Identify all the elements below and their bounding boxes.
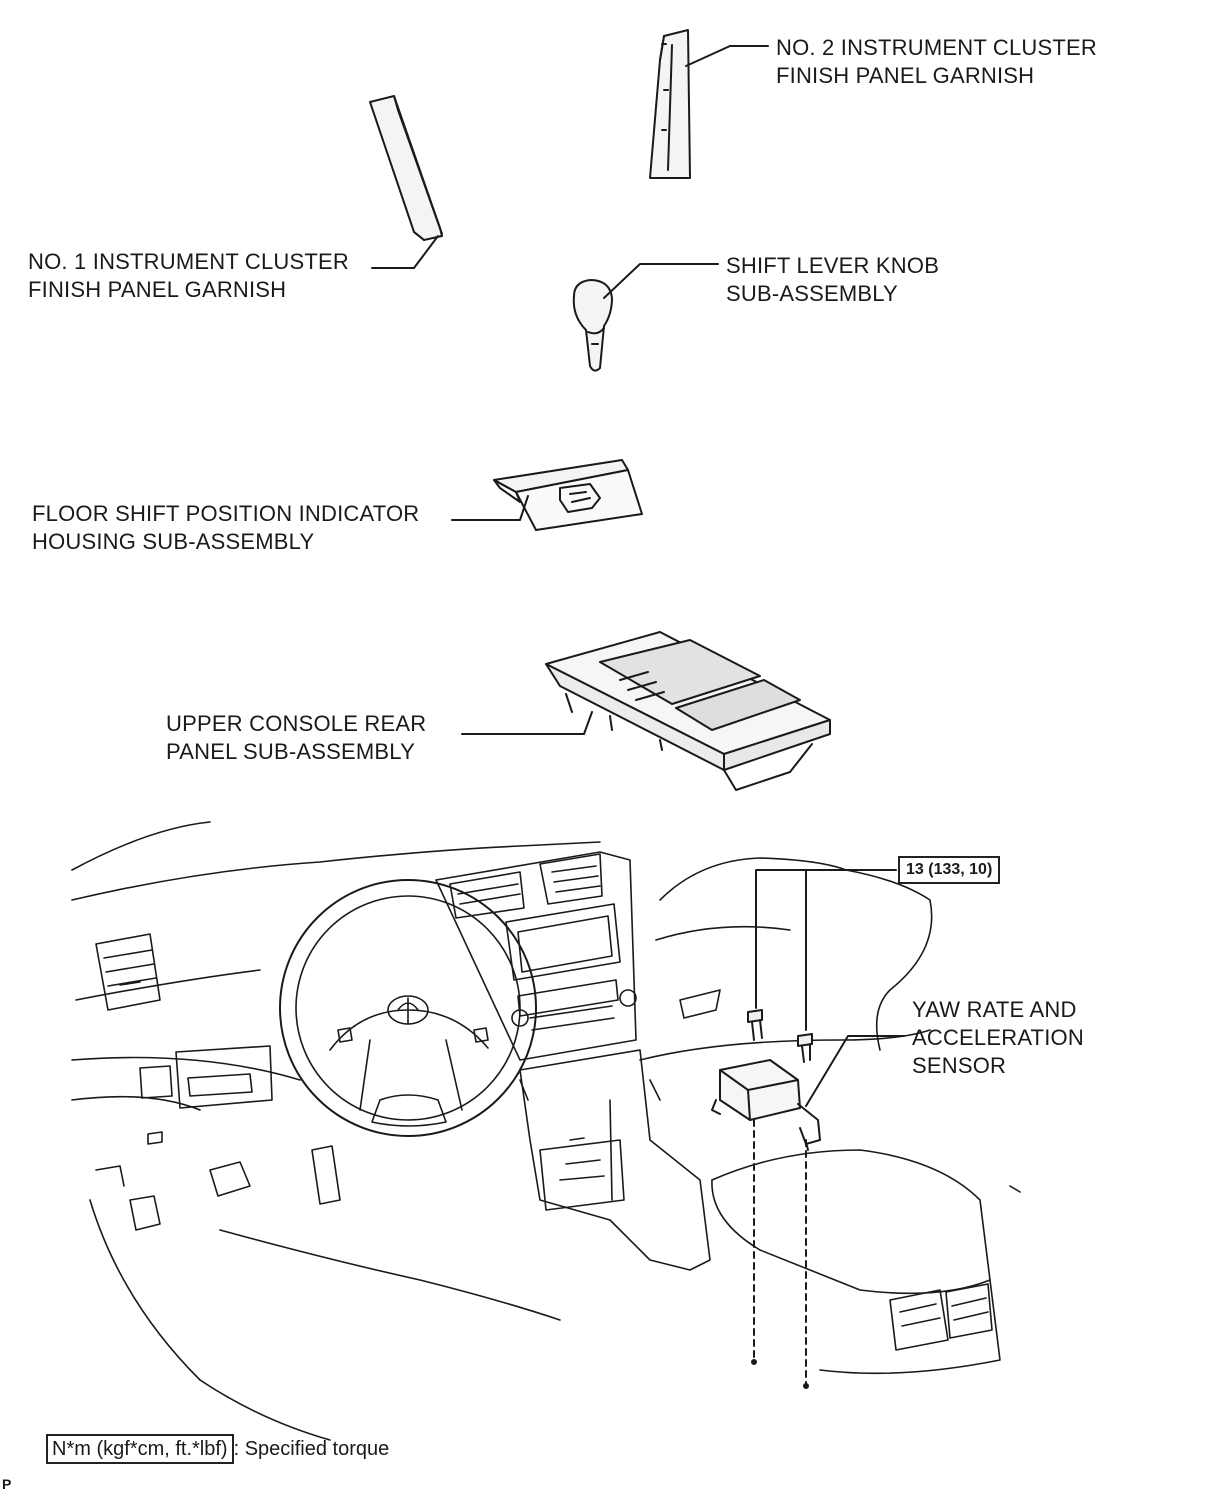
no1-garnish-leader: [371, 235, 439, 269]
label-line: FINISH PANEL GARNISH: [28, 277, 287, 302]
yaw-sensor-part: [711, 1059, 821, 1151]
corner-mark: P: [2, 1476, 12, 1492]
bolt-dashed-axis: [753, 1119, 807, 1387]
label-line: NO. 1 INSTRUMENT CLUSTER: [28, 249, 349, 274]
label-line: HOUSING SUB-ASSEMBLY: [32, 529, 315, 554]
label-indicator-housing: FLOOR SHIFT POSITION INDICATOR HOUSING S…: [32, 500, 419, 556]
label-line: PANEL SUB-ASSEMBLY: [166, 739, 415, 764]
bolt-right: [797, 1033, 813, 1063]
label-line: FLOOR SHIFT POSITION INDICATOR: [32, 501, 420, 526]
vehicle-interior: [71, 821, 1021, 1441]
label-line: ACCELERATION: [912, 1025, 1084, 1050]
label-line: FINISH PANEL GARNISH: [776, 63, 1035, 88]
label-line: SHIFT LEVER KNOB: [726, 253, 940, 278]
torque-spec-box: 13 (133, 10): [898, 856, 1001, 884]
bolt-left: [747, 1009, 763, 1041]
console-panel-part: [545, 631, 831, 791]
shift-knob-part: [572, 279, 613, 372]
label-line: SUB-ASSEMBLY: [726, 281, 898, 306]
label-no2-garnish: NO. 2 INSTRUMENT CLUSTER FINISH PANEL GA…: [776, 34, 1097, 90]
label-yaw-sensor: YAW RATE AND ACCELERATION SENSOR: [912, 996, 1084, 1080]
yaw-sensor-leader: [805, 1035, 905, 1107]
bolt-leader: [755, 869, 897, 1031]
no2-garnish-leader: [685, 45, 769, 67]
no2-garnish-part: [649, 29, 691, 179]
label-line: YAW RATE AND: [912, 997, 1077, 1022]
no1-garnish-part: [369, 95, 443, 241]
label-no1-garnish: NO. 1 INSTRUMENT CLUSTER FINISH PANEL GA…: [28, 248, 349, 304]
console-panel-leader: [461, 711, 593, 735]
label-line: UPPER CONSOLE REAR: [166, 711, 427, 736]
torque-legend: N*m (kgf*cm, ft.*lbf): Specified torque: [46, 1434, 389, 1464]
shift-knob-leader: [603, 263, 719, 299]
label-line: NO. 2 INSTRUMENT CLUSTER: [776, 35, 1097, 60]
legend-description: : Specified torque: [233, 1438, 390, 1460]
indicator-housing-part: [493, 459, 643, 531]
label-console-panel: UPPER CONSOLE REAR PANEL SUB-ASSEMBLY: [166, 710, 426, 766]
label-shift-knob: SHIFT LEVER KNOB SUB-ASSEMBLY: [726, 252, 939, 308]
indicator-housing-leader: [451, 495, 529, 521]
label-line: SENSOR: [912, 1053, 1007, 1078]
legend-unit-box: N*m (kgf*cm, ft.*lbf): [46, 1434, 234, 1464]
